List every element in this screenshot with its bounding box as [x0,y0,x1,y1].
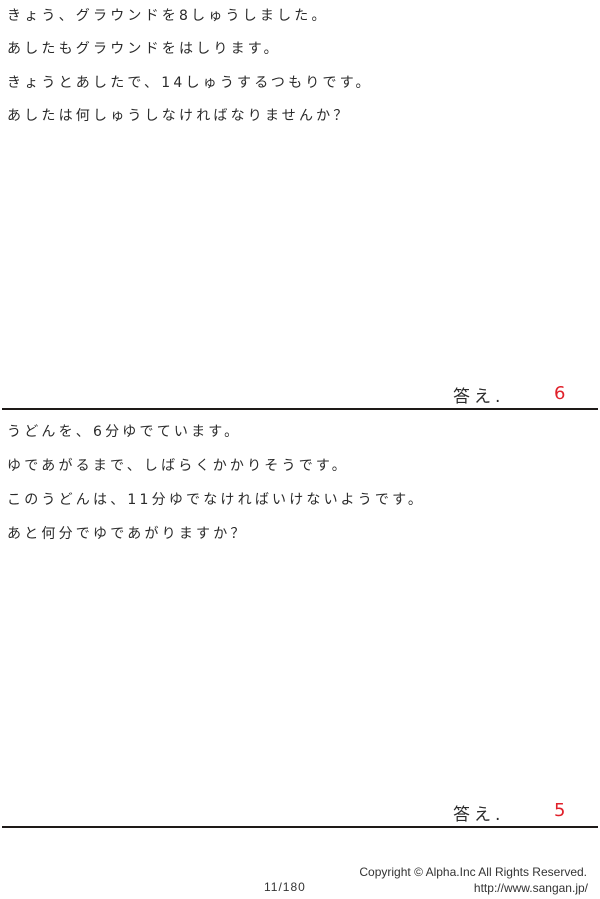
problem-1-line-3: きょうとあしたで、14しゅうするつもりです。 [7,75,373,91]
problem-1-line-2: あしたもグラウンドをはしります。 [7,41,281,57]
problem-2-line-1: うどんを、6分ゆでています。 [7,424,242,440]
answer-value: 6 [554,383,566,404]
answer-label: 答え. [453,805,505,825]
problem-2-line-4: あと何分でゆであがりますか？ [7,526,248,542]
answer-label: 答え. [453,387,505,407]
divider-1 [2,408,598,410]
problem-1-line-4: あしたは何しゅうしなければなりませんか？ [7,108,351,124]
divider-2 [2,826,598,828]
page-number: 11/180 [264,880,306,894]
problem-1-line-1: きょう、グラウンドを8しゅうしました。 [7,8,329,24]
problem-2-line-2: ゆであがるまで、しばらくかかりそうです。 [7,458,349,474]
copyright: Copyright © Alpha.Inc All Rights Reserve… [359,865,587,879]
problem-2-line-3: このうどんは、11分ゆでなければいけないようです。 [7,492,426,508]
answer-value: 5 [554,800,566,821]
site-url: http://www.sangan.jp/ [473,881,588,895]
